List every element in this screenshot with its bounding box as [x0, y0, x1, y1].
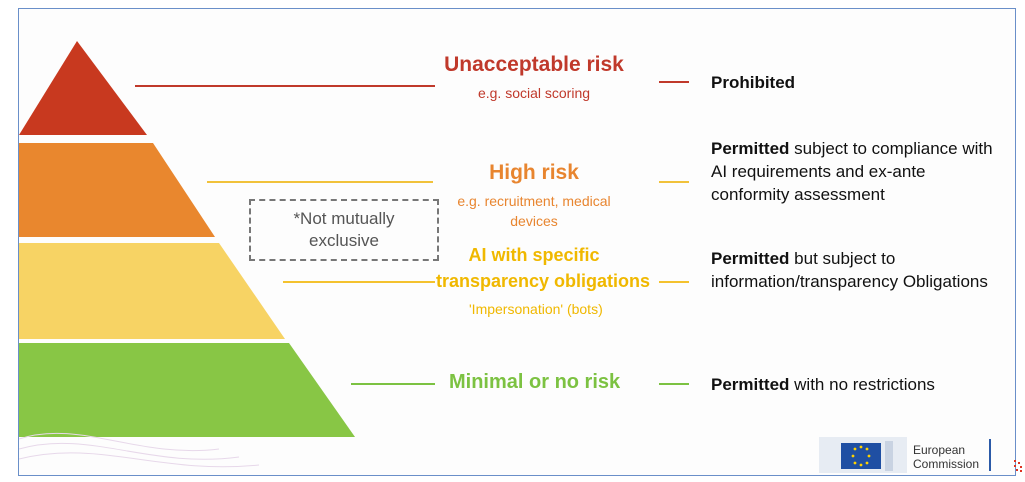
tier-title-high: High risk [489, 161, 579, 184]
eu-logo-divider [989, 439, 991, 471]
permission-high: Permitted subject to compliance with AI … [711, 137, 1001, 206]
tier-title-unacceptable: Unacceptable risk [444, 53, 624, 76]
permission-minimal: Permitted with no restrictions [711, 373, 1001, 396]
tier-title-minimal: Minimal or no risk [449, 371, 621, 393]
connector-line-right-high [659, 181, 689, 183]
permission-unacceptable: Prohibited [711, 71, 1001, 94]
permission-high-bold: Permitted [711, 139, 790, 158]
tier-title-transparency-line2: transparency obligations [435, 271, 651, 291]
eu-commission-logo [819, 437, 907, 473]
tier-title-transparency-line1: AI with specific [468, 245, 600, 265]
tier-example-high-line1: e.g. recruitment, medical [457, 193, 611, 209]
risk-pyramid [19, 41, 355, 437]
slide: Unacceptable risk e.g. social scoring Hi… [18, 8, 1016, 476]
permission-high-rest: subject to compliance with AI requiremen… [711, 139, 993, 204]
pyramid-tier-minimal [19, 343, 355, 437]
eu-text-line1: European [913, 443, 966, 457]
tier-example-high-line2: devices [510, 213, 558, 229]
permission-transparency-rest: but subject to information/transparency … [711, 249, 988, 291]
connector-line-left-transparency [283, 281, 435, 283]
note-line1: *Not mutually [293, 209, 395, 228]
permission-unacceptable-bold: Prohibited [711, 73, 796, 92]
corner-dots-icon [1014, 460, 1022, 472]
permission-minimal-rest: with no restrictions [794, 375, 935, 394]
connector-line-left-unacceptable [135, 85, 435, 87]
not-mutually-exclusive-note: *Not mutually exclusive [249, 199, 439, 261]
eu-commission-text: European Commission [913, 443, 979, 471]
eu-text-line2: Commission [913, 457, 980, 471]
connector-line-right-minimal [659, 383, 689, 385]
connector-line-right-unacceptable [659, 81, 689, 83]
tier-example-transparency: 'Impersonation' (bots) [469, 301, 603, 317]
connector-line-left-minimal [351, 383, 435, 385]
tier-example-unacceptable: e.g. social scoring [477, 85, 591, 101]
connector-line-left-high [207, 181, 433, 183]
permission-transparency-bold: Permitted [711, 249, 790, 268]
pyramid-tier-high [19, 143, 215, 237]
permission-minimal-bold: Permitted [711, 375, 790, 394]
note-line2: exclusive [309, 231, 379, 250]
connector-line-right-transparency [659, 281, 689, 283]
permission-transparency: Permitted but subject to information/tra… [711, 247, 1001, 293]
decorative-swirl [19, 432, 260, 468]
pyramid-tier-transparency [19, 243, 285, 339]
pyramid-tier-unacceptable [19, 41, 147, 135]
